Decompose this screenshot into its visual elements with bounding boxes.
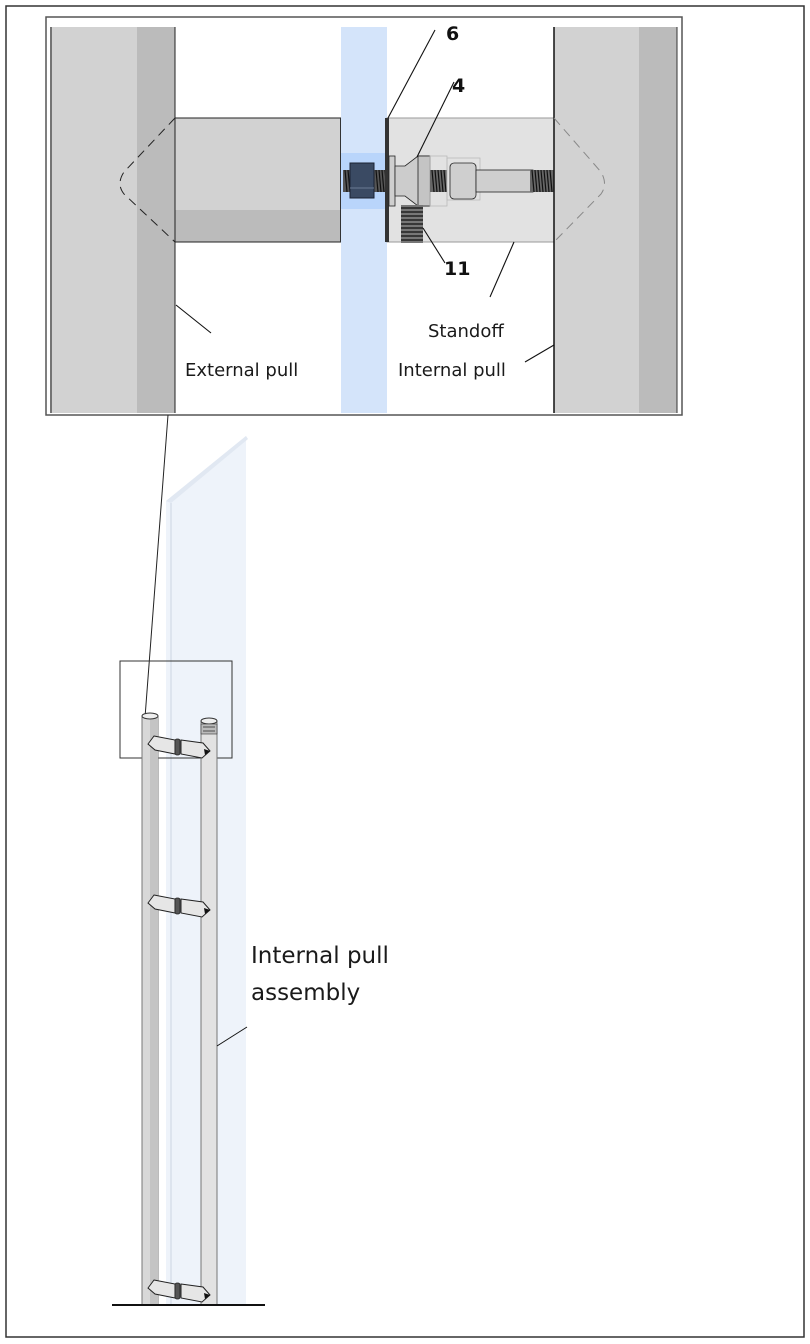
assembly-view: Internal pull assembly xyxy=(112,436,389,1306)
label-external-pull: External pull xyxy=(185,360,298,381)
callout-6: 6 xyxy=(446,23,459,45)
zoom-region-box xyxy=(119,660,233,759)
cap-screw-head xyxy=(449,162,477,200)
zoom-leader-line xyxy=(141,414,169,758)
callout-4: 4 xyxy=(452,75,465,97)
connector xyxy=(147,894,211,918)
label-internal-pull: Internal pull xyxy=(398,360,506,381)
assembly-internal-pull xyxy=(200,717,218,1306)
assembly-leader-line xyxy=(216,1026,248,1047)
assembly-external-pull xyxy=(141,712,159,1306)
connectors xyxy=(147,735,211,1303)
external-pull-boss xyxy=(119,117,343,243)
internal-pull-bar xyxy=(553,27,678,413)
assembly-label-line1: Internal pull xyxy=(251,943,389,969)
standoff xyxy=(385,117,555,243)
callout-11: 11 xyxy=(444,258,470,280)
washer-item-6 xyxy=(388,155,396,207)
leader-lines xyxy=(175,29,555,363)
detail-view: 6 4 11 Standoff External pull Internal p… xyxy=(45,16,683,416)
nut xyxy=(349,162,375,199)
glass-section xyxy=(341,27,387,413)
connector xyxy=(147,735,211,759)
assembly-label-line2: assembly xyxy=(251,980,360,1006)
connector xyxy=(147,1279,211,1303)
label-standoff: Standoff xyxy=(428,321,504,342)
